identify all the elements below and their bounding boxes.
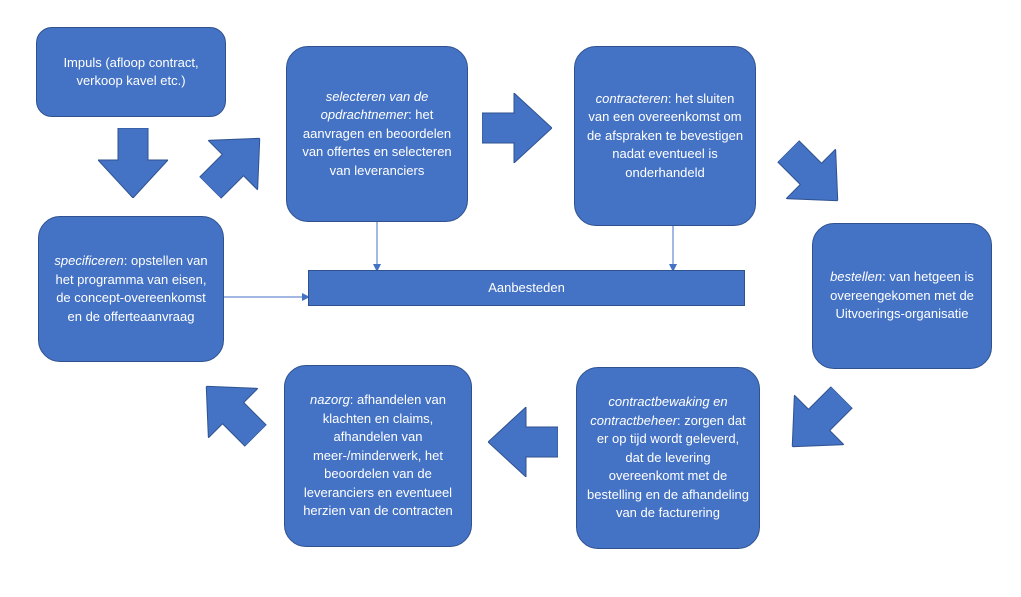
node-impuls: Impuls (afloop contract, verkoop kavel e… [36,27,226,117]
node-bestellen: bestellen: van hetgeen is overeengekomen… [812,223,992,369]
node-selecteren-term: selecteren van de opdrachtnemer [320,88,429,123]
node-aanbesteden: Aanbesteden [308,270,745,306]
node-aanbesteden-text: Aanbesteden [488,279,565,295]
arrow-contractbewaking-to-nazorg [488,407,558,477]
arrow-nazorg-to-specificeren [182,362,281,461]
node-selecteren-text: : het aanvragen en beoordelen van offert… [302,107,452,178]
node-nazorg-term: nazorg [310,392,350,408]
node-contracteren: contracteren: het sluiten van een overee… [574,46,756,226]
node-contractbewaking-term: contractbewaking en contractbeheer [590,394,728,428]
arrow-selecteren-to-contracteren [482,93,552,163]
arrow-contracteren-to-bestellen [764,127,863,226]
arrow-impuls-to-specificeren [98,128,168,198]
node-nazorg: nazorg: afhandelen van klachten en claim… [284,365,472,547]
node-nazorg-text: : afhandelen van klachten en claims, afh… [303,392,453,519]
node-selecteren: selecteren van de opdrachtnemer: het aan… [286,46,468,222]
node-contractbewaking: contractbewaking en contractbeheer: zorg… [576,367,760,549]
arrow-specificeren-to-selecteren [186,114,285,213]
arrow-bestellen-to-contractbewaking [768,373,867,472]
node-contracteren-term: contracteren [595,90,668,106]
node-specificeren-text: : opstellen van het programma van eisen,… [55,253,208,324]
node-contracteren-text: : het sluiten van een overeenkomst om de… [586,90,744,180]
node-bestellen-term: bestellen [830,269,883,285]
node-specificeren: specificeren: opstellen van het programm… [38,216,224,362]
node-contractbewaking-text: : zorgen dat er op tijd wordt geleverd, … [587,412,749,521]
node-specificeren-term: specificeren [54,253,124,268]
node-bestellen-text: : van hetgeen is overeengekomen met de U… [830,269,974,322]
node-impuls-text: Impuls (afloop contract, verkoop kavel e… [63,54,199,89]
